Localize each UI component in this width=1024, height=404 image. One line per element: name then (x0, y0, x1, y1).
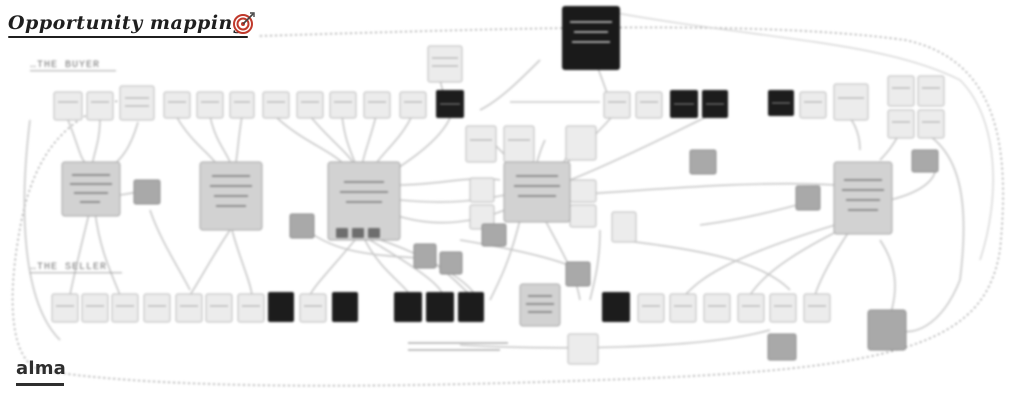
dedicated-workflow-card (562, 6, 620, 70)
lane-label-buyer: …THE BUYER (30, 60, 101, 71)
sketch-frame (11, 26, 1004, 387)
seller-sticky-row (51, 293, 831, 365)
target-icon (233, 12, 255, 34)
brand-logo: alma (16, 358, 67, 379)
title-underline (8, 36, 248, 38)
dark-card-lines (440, 102, 790, 105)
page-title: Opportunity mapping (8, 12, 247, 34)
brand-underline (16, 383, 64, 386)
annotation-lines (408, 342, 508, 351)
solution-cards (133, 149, 939, 361)
dark-cards-bottom (268, 292, 630, 322)
small-dark-tabs (336, 228, 380, 238)
lane-label-seller: …THE SELLER (30, 262, 108, 273)
buyer-sticky-row (53, 45, 945, 243)
opportunity-card-text (70, 174, 884, 313)
lane-markers (30, 70, 122, 274)
sticky-text-lines (56, 57, 940, 307)
